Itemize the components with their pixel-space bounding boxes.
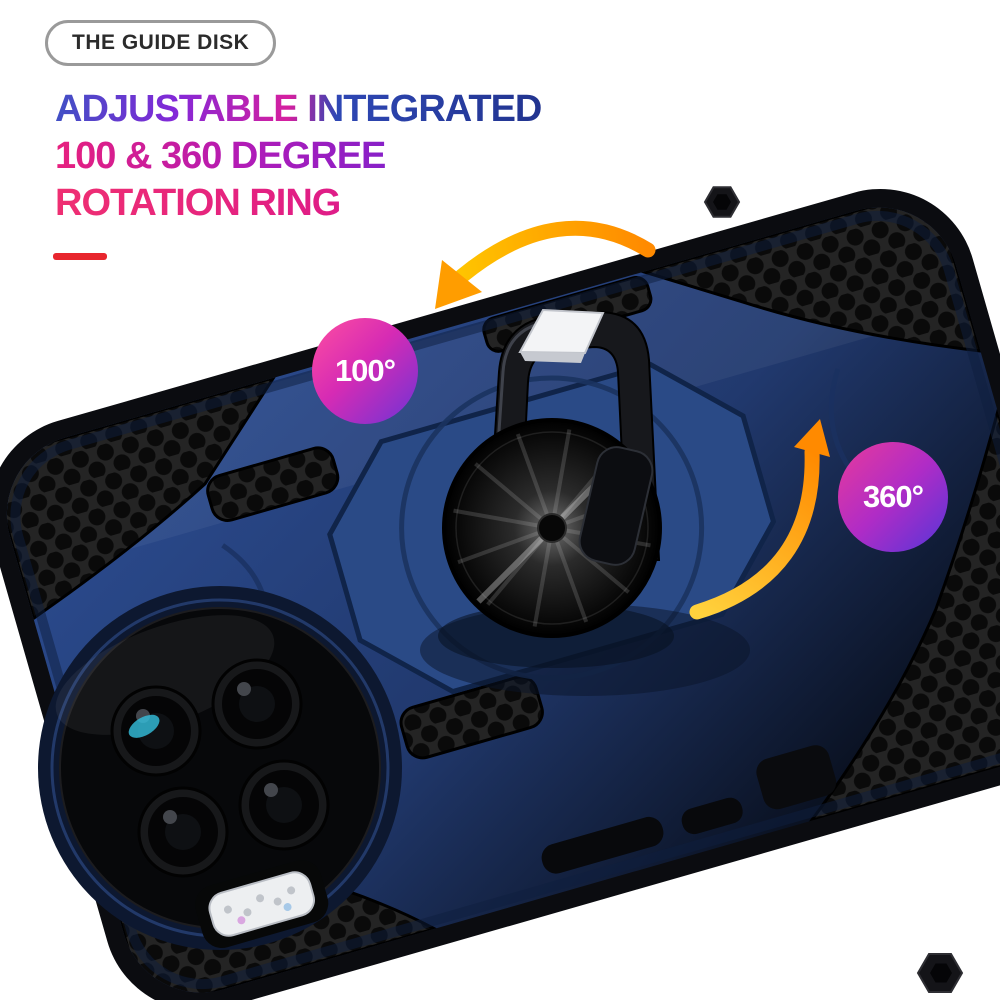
camera-module <box>38 586 402 950</box>
corner-screw <box>703 186 741 218</box>
ring-hinge <box>578 446 654 566</box>
headline-line-3: ROTATION RING <box>55 180 541 227</box>
camera-lens <box>110 685 202 777</box>
guide-disk-badge: THE GUIDE DISK <box>45 20 277 66</box>
rotation-100-label: 100° <box>334 353 396 388</box>
ring-stand <box>420 308 750 696</box>
rotation-arrow-top-icon <box>435 220 656 309</box>
rotation-360-badge: 360° <box>838 442 948 552</box>
camera-lens <box>137 786 229 878</box>
rotation-360-label: 360° <box>862 479 924 514</box>
camera-lens <box>238 759 330 851</box>
camera-lens <box>211 658 303 750</box>
port-cutout <box>195 860 329 948</box>
side-buttons <box>541 745 837 874</box>
headline-line-1: ADJUSTABLE INTEGRATED <box>55 86 542 133</box>
corner-screw <box>916 953 964 993</box>
rotation-100-badge: 100° <box>312 318 418 424</box>
rotation-arrow-right-icon <box>689 419 830 620</box>
headline-line-2: 100 & 360 DEGREE <box>55 133 541 180</box>
guide-disk-clip <box>518 308 605 355</box>
headline: ADJUSTABLE INTEGRATED 100 & 360 DEGREE R… <box>55 86 542 227</box>
guide-disk-label: THE GUIDE DISK <box>72 31 250 54</box>
red-underline <box>53 253 107 260</box>
